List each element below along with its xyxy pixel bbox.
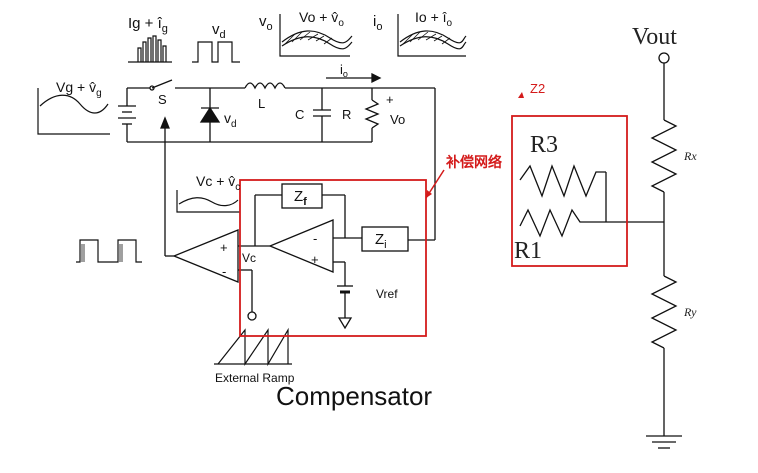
erroramp-plus: + [311,252,319,267]
io-wave-label: Io + îo [415,9,453,29]
capacitor-label: C [295,107,304,122]
z2-network-box [511,115,628,267]
feedback-divider [519,52,682,449]
vo-top-label: vo [259,13,273,33]
erroramp-minus: - [313,231,317,246]
vo-waveform-box [279,14,353,57]
pwm-waveform [76,239,142,263]
vout-label: Vout [632,24,677,50]
comparator-plus: + [220,240,228,255]
vc-wave-label: Vc + v̂c [196,173,240,193]
zi-label: Zi [375,231,387,251]
compensator-caption: Compensator [276,381,432,411]
vo-output-label: Vo [390,112,405,127]
ig-waveform [128,35,172,63]
vref-label: Vref [376,287,398,301]
rx-label: Rx [683,149,697,163]
io-arrow-label: io [340,62,348,79]
external-ramp-waveform [214,327,292,367]
compensator-network-box [239,179,427,337]
vd-waveform [192,41,240,63]
comparator-minus: - [222,264,226,279]
vc-node-label: Vc [242,251,256,265]
compensation-network-label: 补偿网络 [445,154,502,170]
inductor-label: L [258,96,265,111]
vc-waveform-box [176,190,240,213]
vd-top-label: vd [212,21,226,41]
control-loop [164,183,409,330]
ig-label: Ig + îg [128,15,168,35]
power-stage [118,72,436,245]
external-ramp-label: External Ramp [215,371,295,385]
vg-waveform-box [37,88,110,135]
io-top-label: io [373,13,382,33]
vg-label: Vg + v̂g [56,79,102,99]
zf-label: Zf [294,188,307,208]
switch-label: S [158,92,167,107]
resistor-label: R [342,107,351,122]
ry-label: Ry [683,305,697,319]
r3-label: R3 [530,132,558,158]
diode-voltage-label: vd [224,110,237,130]
z2-label: Z2 [530,81,545,96]
r1-label: R1 [514,238,542,264]
output-plus-label: + [386,92,394,107]
vo-wave-label: Vo + v̂o [299,9,344,29]
io-waveform-box [397,14,467,57]
